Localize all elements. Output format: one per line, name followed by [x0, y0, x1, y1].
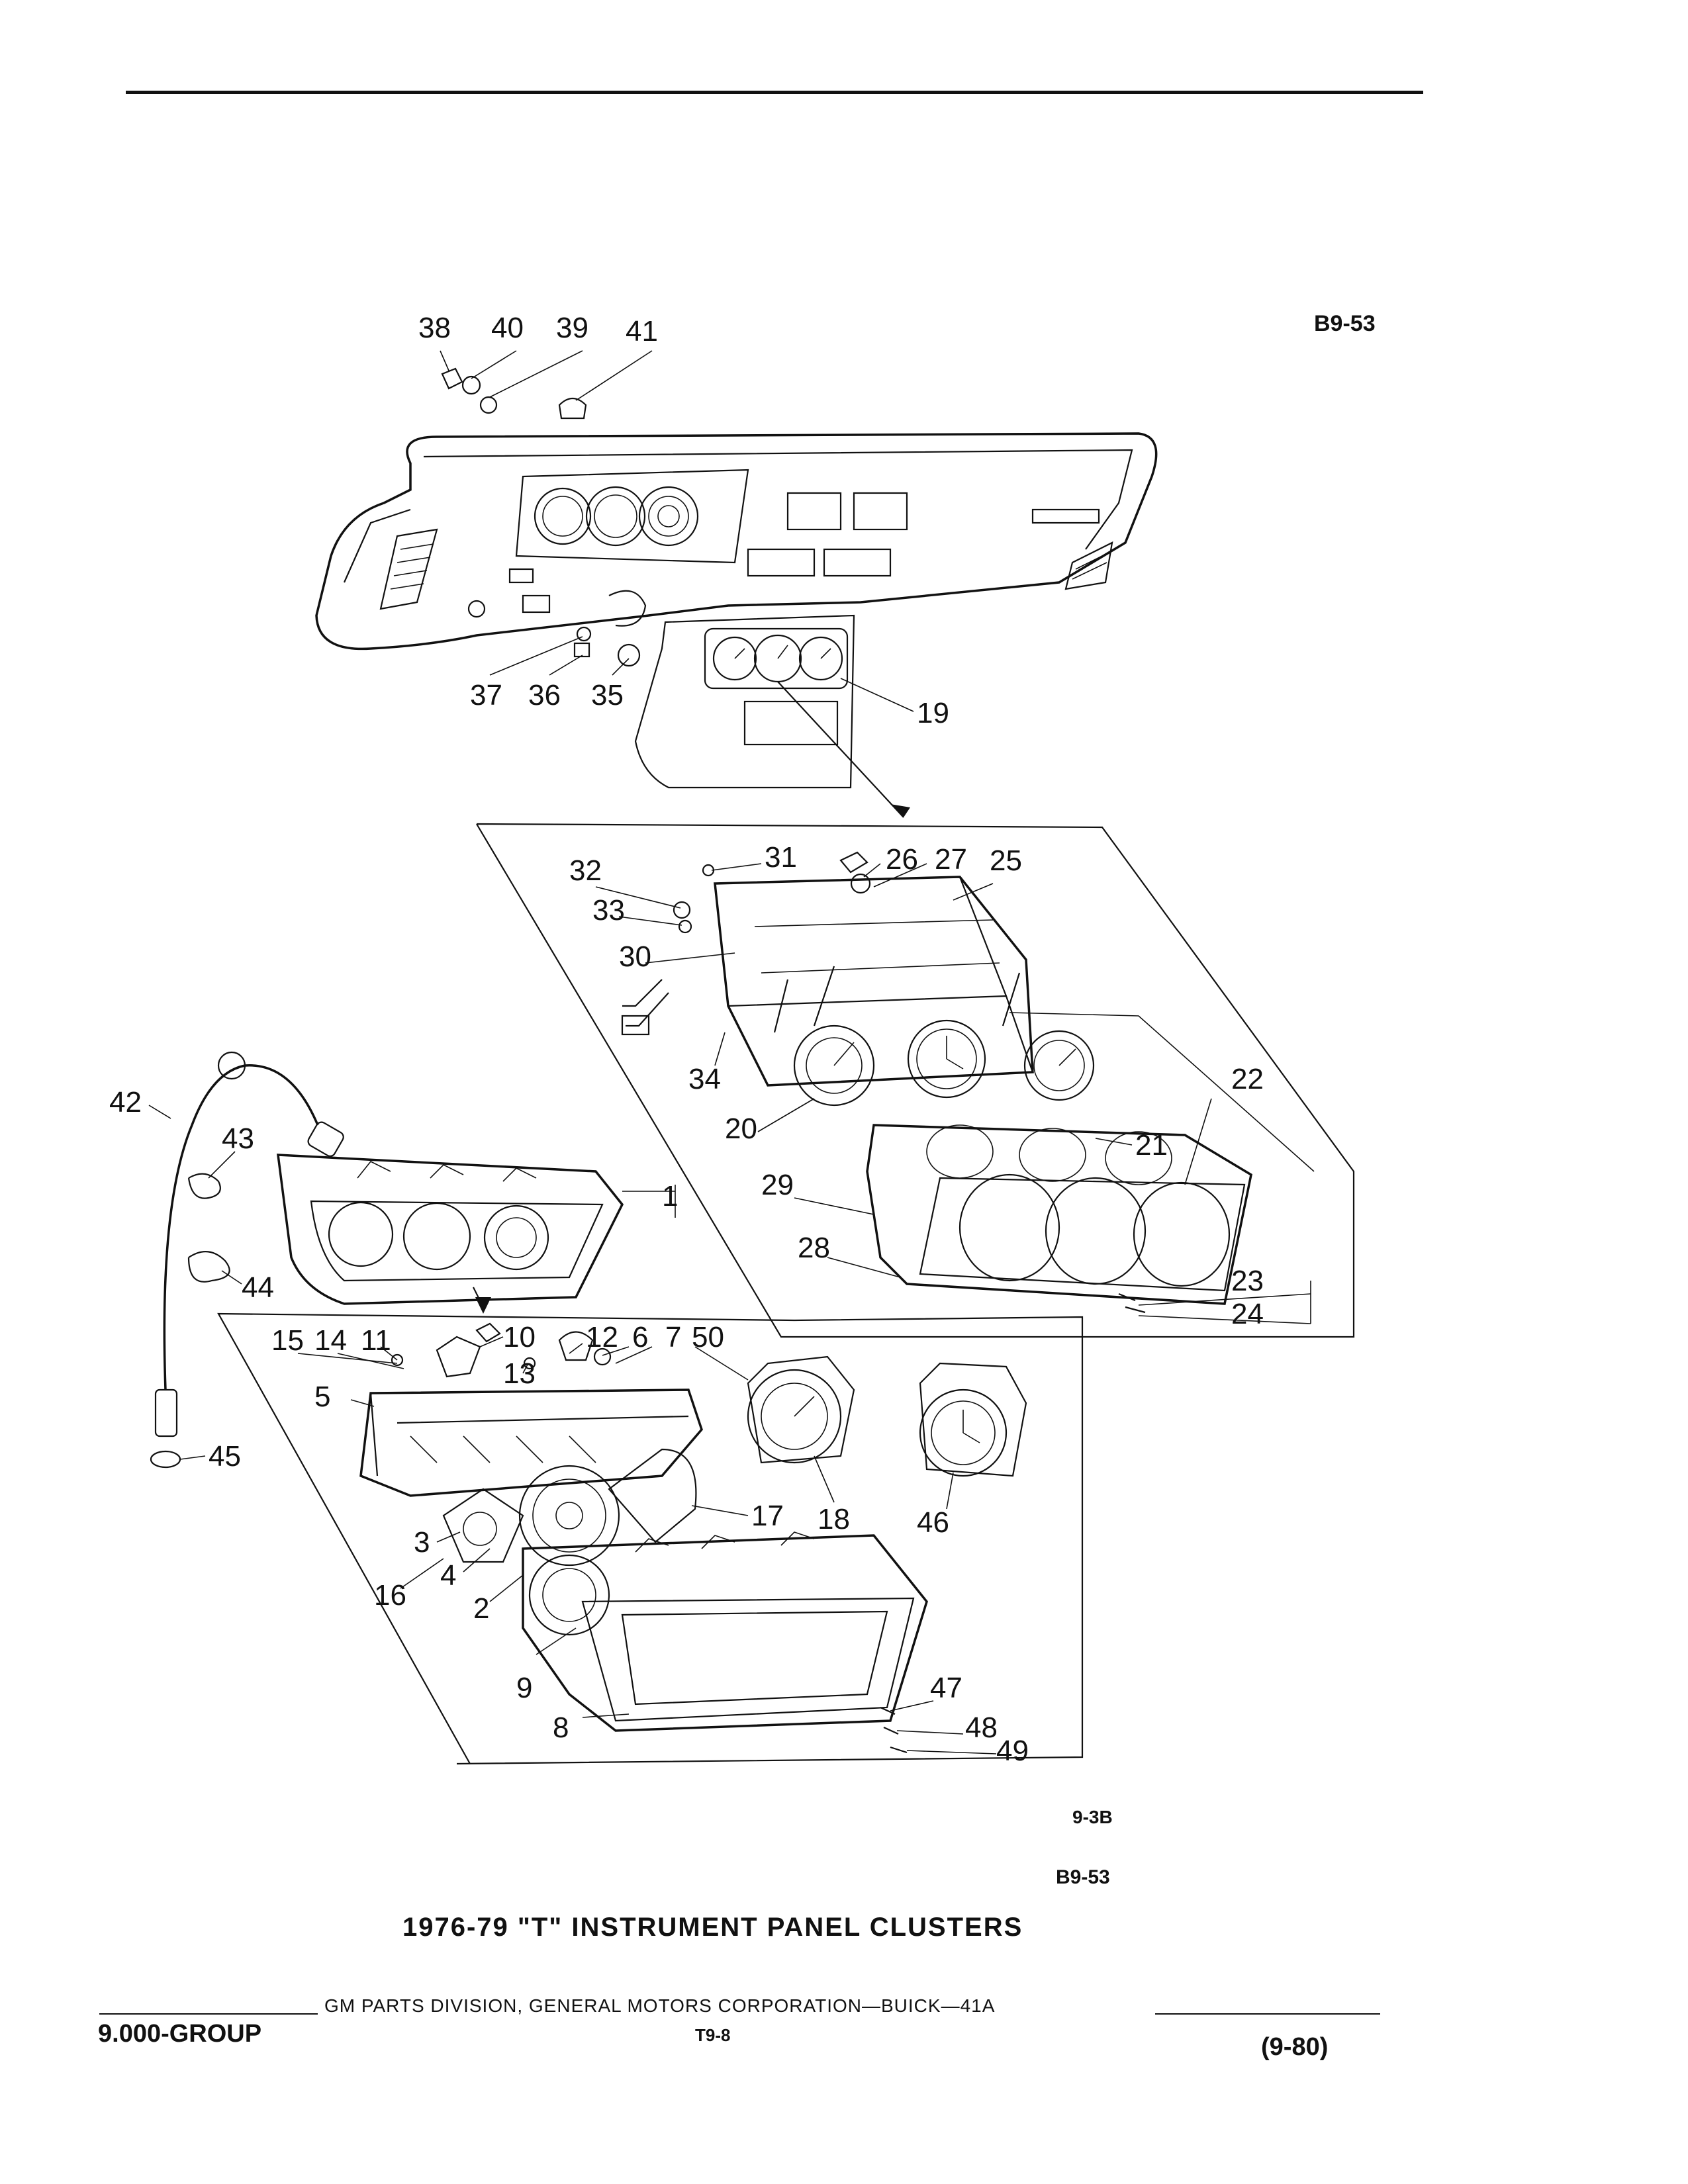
footer-rule-left: [99, 2013, 318, 2015]
callout-18: 18: [818, 1503, 850, 1535]
callout-1: 1: [662, 1180, 678, 1212]
callout-41: 41: [626, 315, 658, 347]
leader-lines: [148, 350, 1311, 1754]
callout-49: 49: [996, 1735, 1029, 1767]
callout-2: 2: [473, 1592, 489, 1625]
footer-page-code: T9-8: [695, 2025, 731, 2045]
cluster-bezel-1: [276, 1154, 624, 1314]
callout-40: 40: [491, 312, 524, 344]
callout-24: 24: [1231, 1298, 1264, 1330]
callout-7: 7: [665, 1321, 681, 1353]
callout-44: 44: [242, 1271, 274, 1304]
page-code-bottom: B9-53: [1056, 1866, 1110, 1888]
callout-50: 50: [692, 1321, 724, 1353]
cluster-lens-upper: [866, 1124, 1252, 1314]
callout-36: 36: [528, 679, 561, 711]
cluster-housing-upper: [621, 851, 1034, 1087]
cluster-lens-lower: [522, 1531, 928, 1754]
callout-32: 32: [569, 854, 602, 887]
callout-29: 29: [761, 1169, 794, 1201]
callout-27: 27: [935, 843, 967, 876]
footer-revision: (9-80): [1261, 2033, 1329, 2061]
callout-11: 11: [361, 1324, 391, 1357]
callout-15: 15: [271, 1324, 304, 1357]
callout-35: 35: [591, 679, 624, 711]
callout-4: 4: [440, 1559, 456, 1592]
callout-3: 3: [414, 1526, 430, 1559]
callout-37: 37: [470, 679, 502, 711]
callout-47: 47: [930, 1672, 962, 1704]
callout-33: 33: [592, 894, 625, 927]
callout-17: 17: [751, 1500, 784, 1532]
callout-numbers: 38 40 39 41 37 36 35 19 31 26 27 25 32 3…: [109, 312, 1264, 1767]
callout-8: 8: [553, 1711, 569, 1744]
callout-28: 28: [798, 1232, 830, 1264]
callout-43: 43: [222, 1122, 254, 1155]
callout-14: 14: [314, 1324, 347, 1357]
callout-10: 10: [503, 1321, 536, 1353]
figure-number: 9-3B: [1072, 1807, 1113, 1827]
page-code-top: B9-53: [1314, 311, 1376, 336]
detail-frame-lower: [217, 1312, 1084, 1765]
callout-16: 16: [374, 1579, 406, 1612]
callout-30: 30: [619, 940, 651, 973]
console-gauge-pod: [634, 614, 910, 818]
detail-frame-upper: [476, 823, 1355, 1338]
callout-13: 13: [503, 1357, 536, 1390]
callout-38: 38: [418, 312, 451, 344]
gauges-lower: [442, 1355, 1027, 1567]
callout-9: 9: [516, 1672, 532, 1704]
callout-39: 39: [556, 312, 588, 344]
callout-19: 19: [917, 697, 949, 729]
callout-46: 46: [917, 1506, 949, 1539]
panel-fasteners: [441, 367, 641, 667]
callout-23: 23: [1231, 1265, 1264, 1297]
callout-31: 31: [765, 841, 797, 874]
callout-21: 21: [1135, 1129, 1168, 1161]
callout-45: 45: [209, 1440, 241, 1473]
callout-25: 25: [990, 844, 1022, 877]
footer-rule-right: [1155, 2013, 1380, 2015]
callout-42: 42: [109, 1086, 142, 1118]
callout-5: 5: [314, 1381, 330, 1413]
page-title: 1976-79 "T" INSTRUMENT PANEL CLUSTERS: [402, 1913, 1023, 1942]
callout-20: 20: [725, 1113, 757, 1145]
callout-12: 12: [586, 1321, 618, 1353]
callout-26: 26: [886, 843, 918, 876]
callout-48: 48: [965, 1711, 998, 1744]
printed-circuit-housing: [359, 1322, 703, 1497]
speedometer-cable: [150, 1051, 344, 1469]
callout-6: 6: [632, 1321, 648, 1353]
footer-group: 9.000-GROUP: [98, 2020, 262, 2048]
gauge-set-upper: [773, 966, 1095, 1107]
callout-22: 22: [1231, 1063, 1264, 1095]
top-rule: [126, 91, 1423, 94]
footer-publisher: GM PARTS DIVISION, GENERAL MOTORS CORPOR…: [324, 1995, 996, 2016]
instrument-panel-pad: [315, 432, 1158, 651]
callout-34: 34: [688, 1063, 721, 1095]
